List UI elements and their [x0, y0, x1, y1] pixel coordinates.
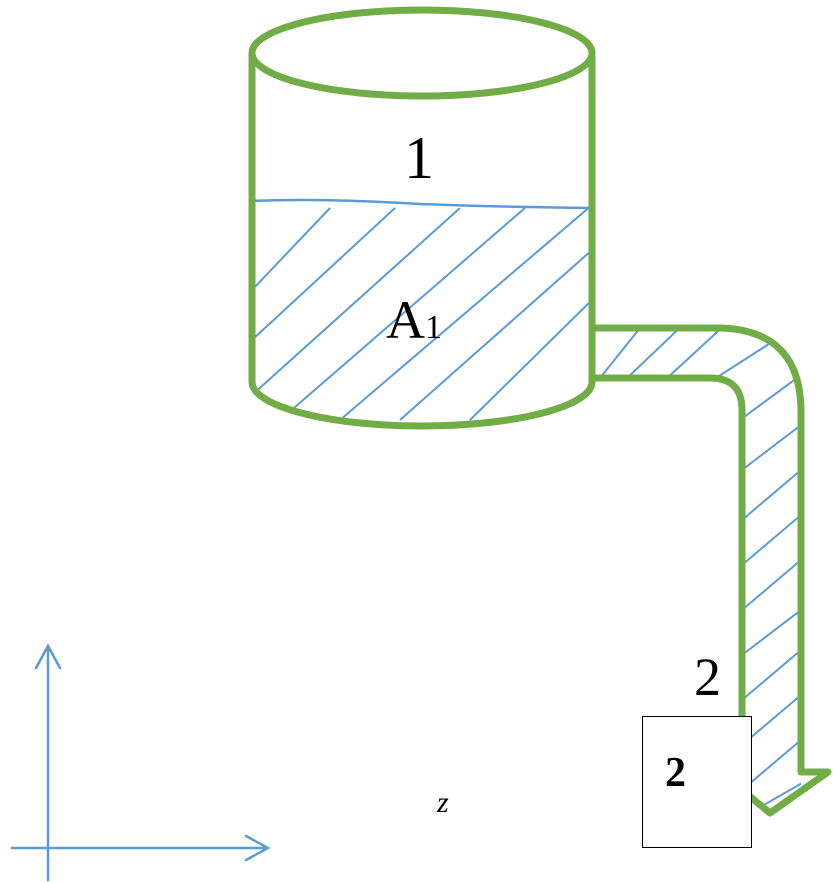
tank-bottom-rim [248, 381, 596, 430]
vertical-axis-arrowhead [34, 643, 62, 670]
section-2-label: 2 [694, 647, 721, 707]
axis-variable-label: z [437, 786, 449, 819]
coordinate-axes [10, 643, 271, 882]
area-label: A1 [386, 293, 442, 347]
tank-outline [248, 6, 596, 430]
fluid-surface-line [251, 198, 593, 210]
pipe-outline [592, 324, 832, 817]
area-label-main: A [386, 290, 425, 350]
outlet-box-label: 2 [665, 750, 686, 796]
area-label-subscript: 1 [425, 309, 442, 346]
pipe-outer-wall [592, 324, 832, 817]
tank-fluid-hatch [252, 204, 592, 421]
outlet-box: 2 [642, 716, 752, 848]
section-1-label: 1 [404, 125, 434, 191]
tank-top-rim [248, 6, 596, 100]
horizontal-axis-arrowhead [244, 834, 271, 862]
